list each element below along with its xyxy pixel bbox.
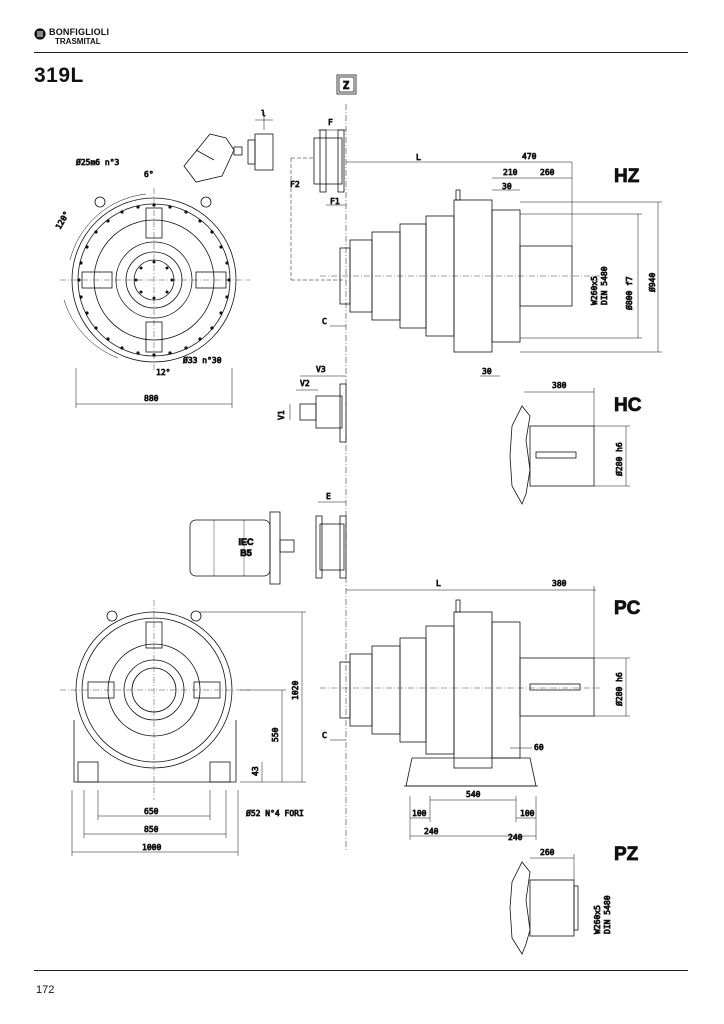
dim-240-right: 240 (508, 833, 523, 842)
motor-b5: B5 (240, 548, 252, 558)
brand-logo: BONFIGLIOLI TRASMITAL (34, 28, 109, 46)
dim-800: Ø800 f7 (624, 276, 634, 310)
dim-280-pc: Ø280 h6 (614, 672, 624, 706)
e-adapter (315, 501, 347, 579)
dim-380-hc: 380 (552, 381, 567, 390)
dim-holes-25: Ø25m6 n°3 (76, 157, 120, 167)
dim-angle-6: 6° (144, 170, 154, 179)
dim-c-pc: C (322, 731, 327, 740)
dim-43: 43 (251, 766, 260, 776)
center-axis: Z (336, 74, 357, 850)
brand-mark-icon (34, 28, 46, 40)
dim-100-left: 100 (412, 809, 427, 818)
dim-fori: Ø52 N°4 FORI (246, 808, 304, 818)
page-number: 172 (36, 984, 55, 996)
dim-f: F (328, 118, 333, 127)
hz-adapter-side (290, 129, 346, 281)
dim-din-pz: DIN 5480 (603, 895, 612, 934)
foot-mounted-front-view (60, 600, 306, 856)
dim-280-hc: Ø280 h6 (614, 442, 624, 476)
dim-v2: V2 (300, 379, 310, 388)
label-hc: HC (614, 395, 642, 416)
dim-1000: 1000 (142, 843, 161, 852)
hydraulic-motor (183, 112, 274, 183)
gearbox-hc-shaft (509, 388, 630, 505)
gearbox-hz-side (320, 161, 662, 377)
dim-l-pc: L (436, 579, 441, 588)
dim-c-hz: C (322, 317, 327, 326)
dim-940: Ø940 (647, 273, 657, 292)
dim-260-pz: 260 (540, 848, 555, 857)
dim-650: 650 (144, 807, 159, 816)
dim-100-right: 100 (520, 809, 535, 818)
motor-iec: IEC (238, 537, 254, 547)
dim-30-bottom: 30 (482, 367, 492, 376)
flange-front-view (60, 188, 250, 408)
label-pz: PZ (614, 844, 639, 865)
dim-260-hz: 260 (540, 168, 555, 177)
dim-spline-pz: W260x5 (593, 905, 602, 934)
dim-f1: F1 (330, 197, 340, 206)
z-box-label: Z (343, 79, 350, 92)
dim-60: 60 (534, 743, 544, 752)
iec-motor (189, 511, 295, 585)
dim-spline-hz: W260x5 (590, 276, 599, 305)
dim-550: 550 (271, 727, 280, 742)
label-hz: HZ (614, 166, 640, 187)
v-adapter (289, 375, 347, 443)
dim-1020: 1020 (291, 681, 300, 700)
dim-540: 540 (466, 790, 481, 799)
dim-holes-33: Ø33 n°30 (183, 355, 222, 365)
dim-850: 850 (144, 825, 159, 834)
dim-880: 880 (144, 394, 159, 403)
label-pc: PC (614, 598, 641, 619)
dim-240-left: 240 (424, 827, 439, 836)
dim-din-hz: DIN 5480 (600, 266, 609, 305)
brand-line2: TRASMITAL (55, 37, 101, 46)
bolt-holes (77, 203, 231, 357)
dim-angle-12: 12° (156, 368, 170, 377)
footer-rule (34, 970, 688, 971)
dim-v3: V3 (316, 365, 326, 374)
brand-line1: BONFIGLIOLI (49, 27, 110, 37)
header-rule (34, 52, 688, 53)
dim-angle-120: 120° (54, 210, 71, 231)
model-title: 319L (34, 64, 84, 87)
dim-e: E (326, 492, 331, 501)
dim-l-hz: L (416, 153, 421, 162)
gearbox-pc-side (320, 586, 630, 840)
dim-470: 470 (522, 152, 537, 161)
dim-210: 210 (503, 168, 518, 177)
dim-v1: V1 (277, 410, 286, 420)
dim-380-pc: 380 (552, 579, 567, 588)
dim-f2: F2 (290, 180, 300, 189)
gearbox-pz-shaft (509, 854, 579, 955)
dim-l-small: l (261, 109, 266, 118)
dim-30-top: 30 (502, 182, 512, 191)
